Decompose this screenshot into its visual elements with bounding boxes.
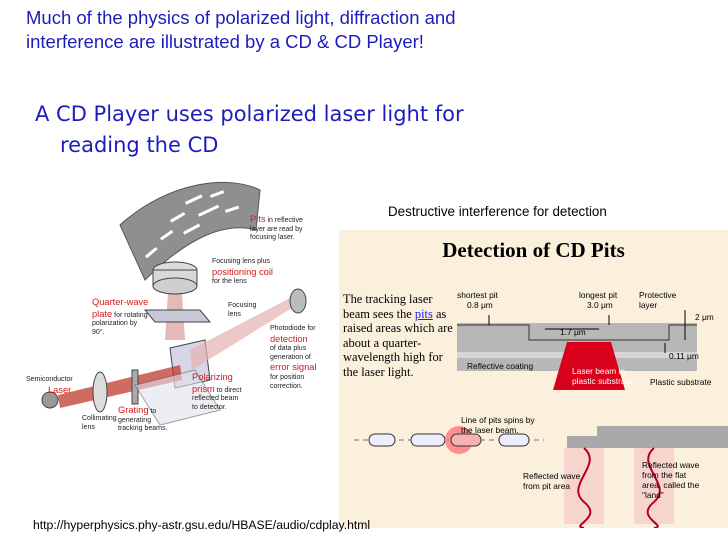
reflective-coating-label: Reflective coating (467, 361, 534, 371)
focusing-lens-label: Focusing lens (228, 302, 257, 318)
dim-1-7um-label: 1.7 μm (560, 327, 586, 337)
bullet-line-2: reading the CD (60, 133, 219, 157)
plastic-substrate-label: Plastic substrate (650, 377, 712, 387)
reflected-flat-label: Reflected wave from the flat area, calle… (642, 460, 700, 500)
figure-caption: Destructive interference for detection (388, 204, 607, 219)
collimating-lens-shape (92, 371, 108, 413)
detection-panel-title: Detection of CD Pits (442, 238, 625, 262)
cd-pits (144, 190, 240, 259)
quarter-wave-plate-shape (143, 309, 212, 323)
detection-panel: Detection of CD Pits The tracking laser … (339, 230, 728, 528)
dim-0-11um-label: 0.11 μm (669, 351, 699, 361)
laser-beam-shape (553, 342, 625, 390)
bullet-line-1: A CD Player uses polarized laser light f… (35, 102, 464, 126)
photodiode-shape (289, 288, 307, 314)
laser-shape (41, 391, 59, 409)
dim-2um-label: 2 μm (695, 312, 714, 322)
laser-beam-label: Laser beam in plastic substrate (572, 366, 633, 386)
title-line-2: interference are illustrated by a CD & C… (26, 31, 424, 52)
collimating-lens-label: Collimating lens (82, 415, 117, 431)
detection-description: The tracking laser beam sees the pits as… (343, 292, 453, 379)
bullet-point: A CD Player uses polarized laser light f… (35, 99, 555, 161)
shortest-pit-label: shortest pit 0.8 μm (457, 290, 498, 310)
title-line-1: Much of the physics of polarized light, … (26, 7, 456, 28)
grating-label: Grating to generating tracking beams. (118, 405, 168, 433)
pit-cross-section-diagram (354, 310, 728, 528)
longest-pit-label: longest pit 3.0 μm (579, 290, 618, 310)
line-of-pits-label: Line of pits spins by the laser beam. (461, 415, 535, 435)
reflected-pit-label: Reflected wave from pit area (523, 471, 581, 491)
source-url[interactable]: http://hyperphysics.phy-astr.gsu.edu/HBA… (33, 518, 371, 532)
cd-player-diagram (41, 181, 307, 426)
protective-layer-label: Protective layer (639, 290, 677, 310)
slide-title: Much of the physics of polarized light, … (26, 6, 626, 54)
